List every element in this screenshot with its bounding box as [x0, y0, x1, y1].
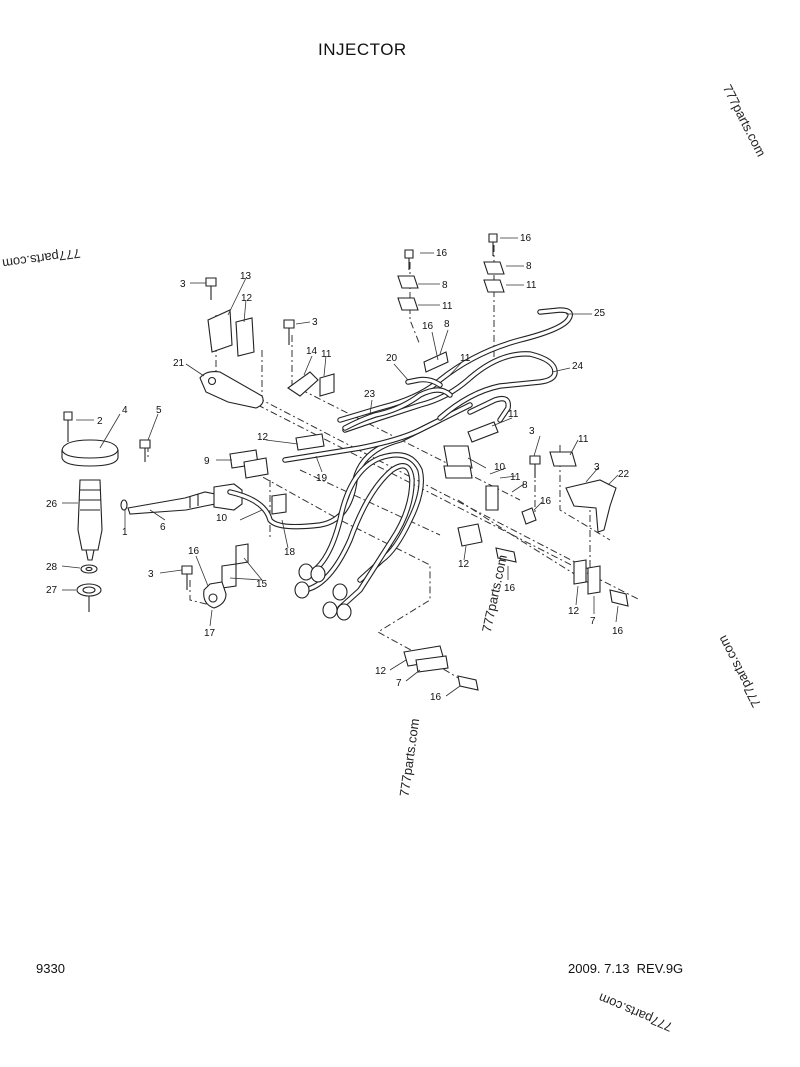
- callout-c6: 6: [160, 522, 166, 533]
- callout-c16f: 16: [504, 583, 516, 594]
- callout-c11b: 11: [442, 301, 453, 312]
- injector-assembly: [61, 411, 243, 612]
- fuel-injection-pipes: [227, 307, 573, 621]
- callout-c8c: 8: [444, 319, 450, 330]
- callout-c26: 26: [46, 499, 58, 510]
- callout-c11d: 11: [460, 353, 471, 364]
- callout-c11g: 11: [510, 472, 521, 483]
- callout-c7a: 7: [590, 616, 596, 627]
- callout-c8b: 8: [526, 261, 532, 272]
- brackets-and-clips: [181, 233, 629, 691]
- callout-c1: 1: [122, 527, 128, 538]
- callout-c23: 23: [364, 389, 376, 400]
- callout-c24: 24: [572, 361, 584, 372]
- callout-c9: 9: [204, 456, 210, 467]
- callout-c10b: 10: [216, 513, 228, 524]
- callout-c25: 25: [594, 308, 606, 319]
- callout-c5: 5: [156, 405, 162, 416]
- callout-c16g: 16: [612, 626, 624, 637]
- callout-c28: 28: [46, 562, 58, 573]
- callout-c16b: 16: [520, 233, 532, 244]
- callout-c27: 27: [46, 585, 58, 596]
- callout-c11a: 11: [321, 349, 332, 360]
- callout-c10a: 10: [494, 462, 506, 473]
- page-title: INJECTOR: [318, 40, 407, 59]
- callout-c3c: 3: [529, 426, 535, 437]
- leader-lines: [61, 237, 619, 697]
- callout-c2: 2: [97, 416, 103, 427]
- callout-c3b: 3: [312, 317, 318, 328]
- callout-c16c: 16: [422, 321, 434, 332]
- callout-c22: 22: [618, 469, 630, 480]
- revision-date: 2009. 7.13 REV.9G: [568, 961, 684, 976]
- callout-c11c: 11: [526, 280, 537, 291]
- callout-c16d: 16: [540, 496, 552, 507]
- callout-c12d: 12: [568, 606, 580, 617]
- callout-c12a: 12: [241, 293, 253, 304]
- callout-c14: 14: [306, 346, 318, 357]
- callout-c20: 20: [386, 353, 398, 364]
- callout-c16a: 16: [436, 248, 448, 259]
- callout-c17: 17: [204, 628, 216, 639]
- callout-c13: 13: [240, 271, 252, 282]
- callout-c8d: 8: [522, 480, 528, 491]
- callout-c7b: 7: [396, 678, 402, 689]
- callout-c16h: 16: [430, 692, 442, 703]
- callout-c16e: 16: [188, 546, 200, 557]
- callout-c8a: 8: [442, 280, 448, 291]
- callout-c12c: 12: [458, 559, 470, 570]
- callout-c15: 15: [256, 579, 268, 590]
- callout-c11e: 11: [508, 409, 519, 420]
- callout-c12b: 12: [257, 432, 269, 443]
- callout-c12e: 12: [375, 666, 387, 677]
- callout-c3e: 3: [148, 569, 154, 580]
- callout-c18: 18: [284, 547, 296, 558]
- callout-c4: 4: [122, 405, 128, 416]
- callout-c3a: 3: [180, 279, 186, 290]
- page-code: 9330: [36, 961, 65, 976]
- callout-c21: 21: [173, 358, 185, 369]
- callout-c3d: 3: [594, 462, 600, 473]
- callout-c19: 19: [316, 473, 328, 484]
- callout-c11f: 11: [578, 434, 589, 445]
